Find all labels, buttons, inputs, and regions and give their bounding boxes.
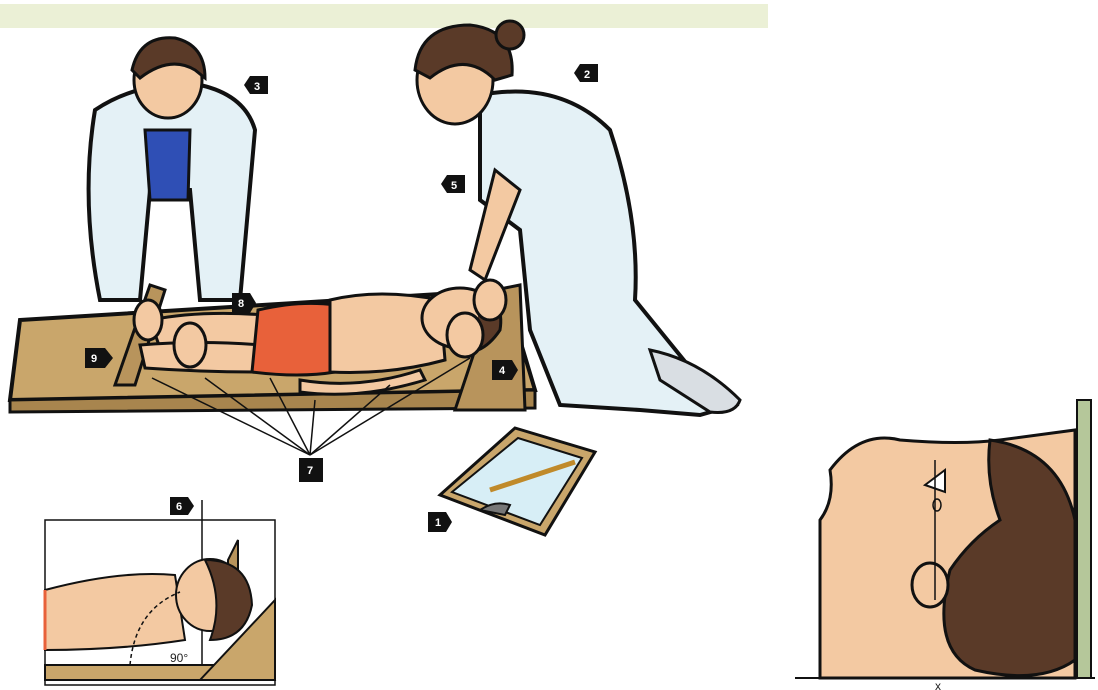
clipboard — [440, 428, 595, 535]
svg-text:3: 3 — [254, 81, 260, 93]
svg-text:4: 4 — [499, 365, 506, 377]
svg-text:1: 1 — [435, 517, 441, 529]
marker-2: 2 — [574, 64, 598, 82]
marker-5: 5 — [441, 175, 465, 193]
head-profile: x — [795, 400, 1095, 690]
marker-6: 6 — [170, 497, 194, 515]
marker-1: 1 — [428, 512, 452, 532]
svg-text:7: 7 — [307, 465, 313, 477]
svg-text:2: 2 — [584, 69, 590, 81]
svg-text:5: 5 — [451, 180, 457, 192]
angle-label: 90° — [170, 651, 188, 665]
measurer-woman — [415, 21, 740, 415]
marker-3: 3 — [244, 76, 268, 94]
svg-text:6: 6 — [176, 501, 182, 513]
marker-7: 7 — [299, 458, 323, 482]
svg-text:9: 9 — [91, 353, 97, 365]
x-label: x — [935, 679, 941, 690]
svg-text:8: 8 — [238, 298, 244, 310]
inset-head-angle: 90° — [45, 500, 275, 685]
